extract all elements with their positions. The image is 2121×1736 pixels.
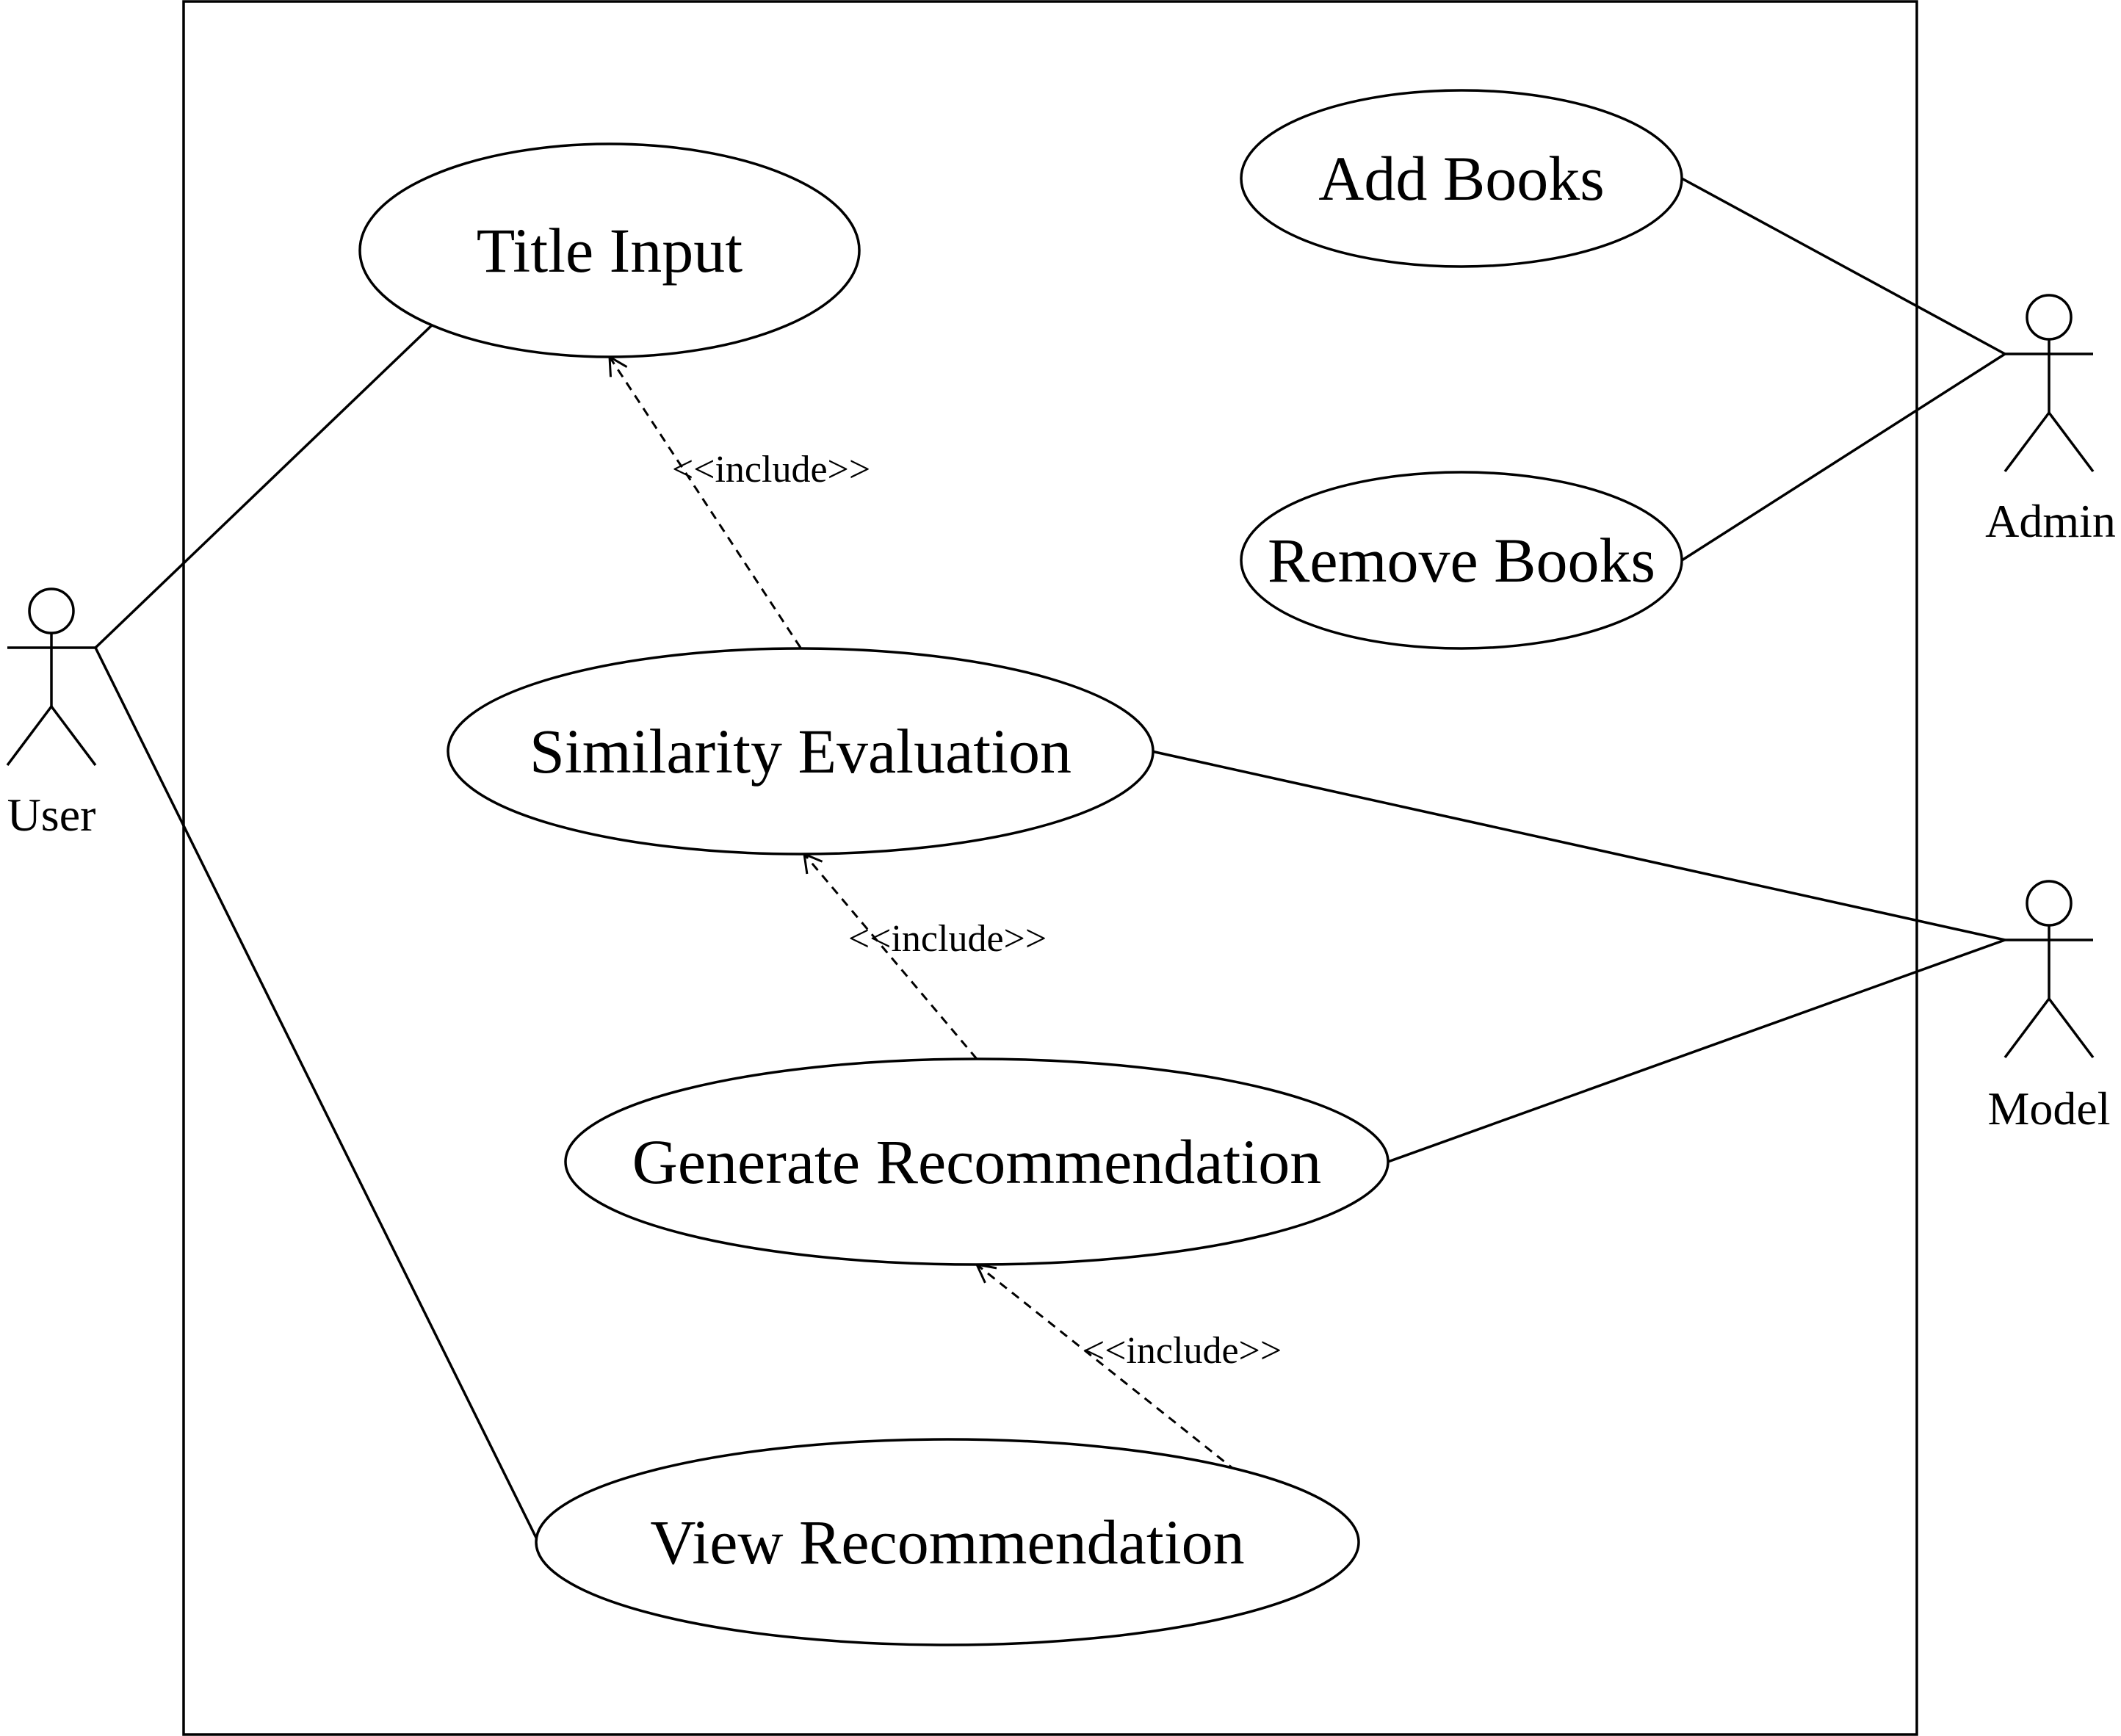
use-case-add-books-label: Add Books [1318,143,1604,214]
use-case-add-books: Add Books [1240,89,1683,268]
actor-model: Model [1987,880,2111,1135]
include-label-2: <<include>> [848,918,1047,960]
include-label-3: <<include>> [1083,1330,1282,1372]
assoc-user-title-input [94,322,435,649]
actor-user-figure-icon [6,587,97,767]
use-case-generate-recommendation-label: Generate Recommendation [632,1126,1321,1197]
use-case-similarity-evaluation: Similarity Evaluation [447,647,1155,856]
include-label-1: <<include>> [672,449,870,491]
actor-admin: Admin [1985,294,2116,547]
use-case-view-recommendation-label: View Recommendation [650,1507,1244,1577]
use-case-title-input-label: Title Input [477,215,742,286]
use-case-remove-books-label: Remove Books [1268,525,1655,596]
assoc-user-view-recommendation [94,647,540,1543]
assoc-model-generate-recommendation [1387,938,2006,1163]
assoc-admin-add-books [1681,177,2006,355]
actor-user-label: User [7,789,96,841]
actor-admin-figure-icon [2003,294,2095,473]
actor-model-label: Model [1987,1082,2110,1135]
use-case-generate-recommendation: Generate Recommendation [564,1057,1390,1266]
assoc-model-similarity-evaluation [1151,750,2006,941]
assoc-admin-remove-books [1681,352,2006,562]
use-case-title-input: Title Input [358,142,861,358]
actor-user: User [6,587,97,841]
use-case-similarity-evaluation-label: Similarity Evaluation [530,716,1072,786]
actor-model-figure-icon [2003,880,2095,1059]
use-case-remove-books: Remove Books [1240,471,1683,650]
actor-admin-label: Admin [1985,495,2116,547]
use-case-view-recommendation: View Recommendation [535,1438,1360,1646]
